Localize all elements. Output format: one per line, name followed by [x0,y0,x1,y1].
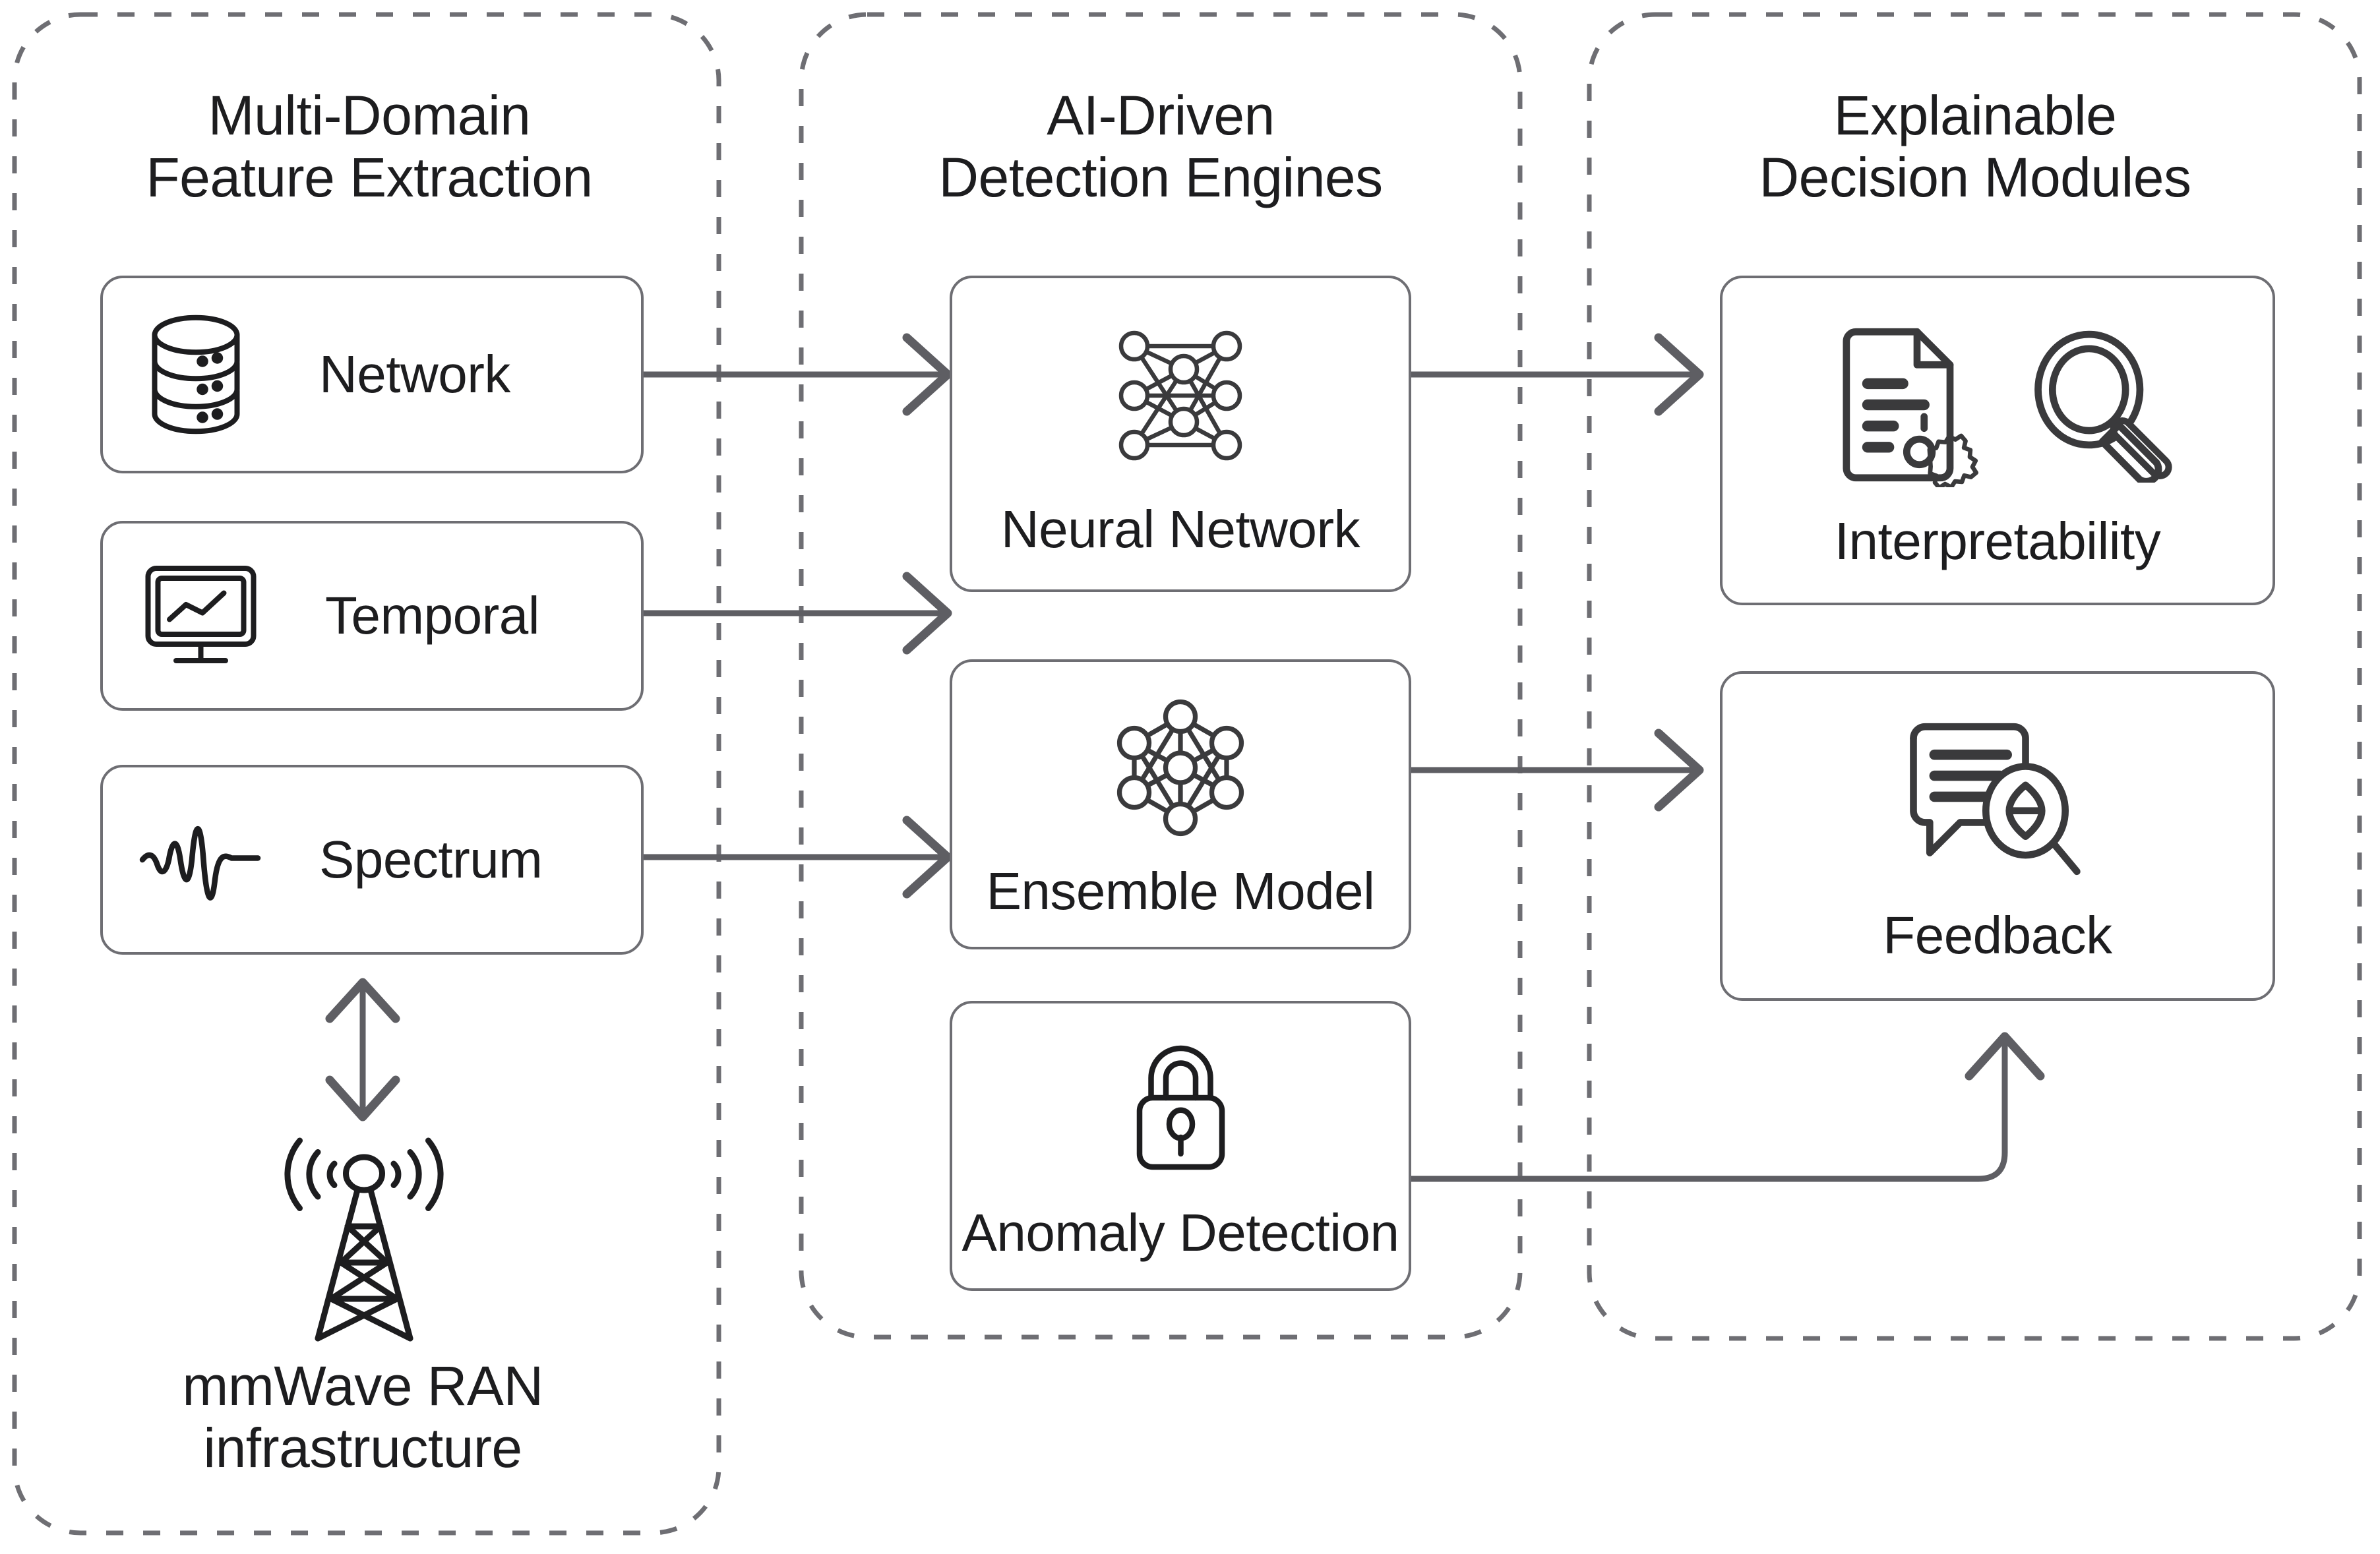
waveform-icon [136,807,268,912]
node-temporal[interactable]: Temporal [100,521,644,711]
node-network[interactable]: Network [100,276,644,473]
connector-spectrum-to-cell-tower [325,978,400,1121]
connector-ensemble-model-to-feedback [1411,729,1704,812]
connector-spectrum-to-neural-network [643,816,952,899]
node-neural-network[interactable]: Neural Network [950,276,1411,592]
node-label-network: Network [319,345,510,403]
node-interpretability[interactable]: Interpretability [1720,276,2275,605]
mesh-network-icon [1098,697,1263,839]
monitor-chart-icon [140,562,262,671]
node-label-feedback: Feedback [1883,906,2112,965]
group-container-decision-modules [1587,12,2362,1341]
padlock-icon [1110,1038,1252,1180]
node-label-temporal: Temporal [325,586,540,645]
node-label-ensemble-model: Ensemble Model [986,861,1375,920]
database-icon [140,312,252,437]
caption-mmwave-ran-infrastructure: mmWave RAN infrastructure [182,1355,543,1479]
group-container-feature-extraction [12,12,721,1536]
node-anomaly-detection[interactable]: Anomaly Detection [950,1001,1411,1291]
connector-network-to-neural-network [643,333,952,416]
node-label-interpretability: Interpretability [1834,512,2161,570]
node-spectrum[interactable]: Spectrum [100,765,644,955]
connector-neural-network-to-interpretability [1411,333,1704,416]
group-title-feature-extraction: Multi-Domain Feature Extraction [146,84,593,209]
neural-network-icon [1098,320,1263,471]
group-title-detection-engines: AI-Driven Detection Engines [938,84,1383,209]
group-title-decision-modules: Explainable Decision Modules [1759,84,2191,209]
node-label-spectrum: Spectrum [319,830,543,889]
cell-tower-icon [259,1127,470,1358]
node-ensemble-model[interactable]: Ensemble Model [950,659,1411,949]
connector-anomaly-detection-to-feedback [1411,1032,2045,1182]
document-gear-magnifier-icon [1818,322,2178,487]
node-label-neural-network: Neural Network [1000,500,1360,558]
node-feedback[interactable]: Feedback [1720,671,2275,1001]
connector-temporal-to-neural-network [643,572,952,655]
speech-bubble-magnifier-icon [1885,717,2110,882]
node-label-anomaly-detection: Anomaly Detection [961,1203,1399,1262]
